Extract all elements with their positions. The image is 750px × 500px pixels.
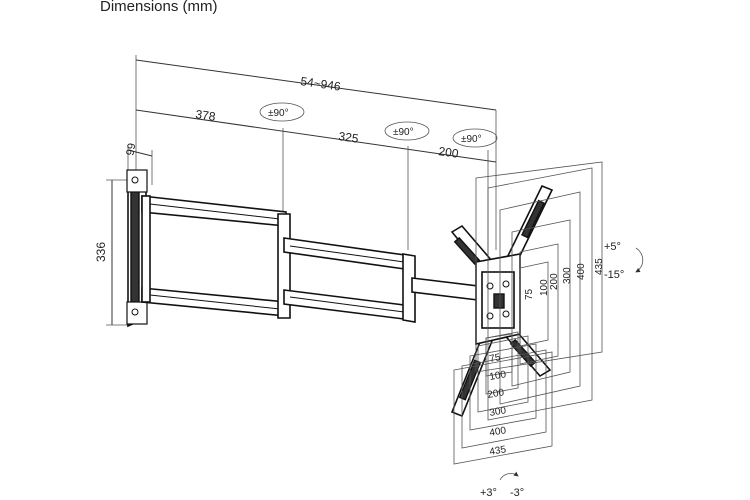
- vesa-h-75: 75: [489, 352, 502, 365]
- tilt-up-label: +5°: [604, 241, 621, 253]
- vesa-v-75: 75: [524, 288, 535, 300]
- swivel-joint2: ±90°: [384, 121, 430, 141]
- vesa-h-200: 200: [487, 387, 506, 401]
- tilt-indicator: +5° -15°: [604, 241, 644, 281]
- swivel-joint3: ±90°: [452, 128, 498, 148]
- arm3-label: 200: [438, 144, 460, 161]
- vesa-vertical-labels: 75 100 200 300 400 435: [524, 258, 605, 300]
- swivel2-label: ±90°: [393, 127, 414, 138]
- arm-segment-3: [402, 253, 479, 323]
- vesa-v-100: 100: [539, 279, 550, 296]
- level-right-label: -3°: [510, 487, 524, 499]
- vesa-horizontal-labels: 75 100 200 300 400 435: [487, 352, 508, 458]
- swivel3-label: ±90°: [461, 134, 482, 145]
- arm-segment-1: [141, 195, 287, 317]
- vesa-v-300: 300: [562, 267, 573, 284]
- vesa-v-435: 435: [594, 258, 605, 275]
- reach-label: 54~946: [300, 74, 342, 94]
- level-left-label: +3°: [480, 487, 497, 499]
- swivel1-label: ±90°: [268, 108, 289, 119]
- reach-dimension: 54~946: [135, 55, 497, 250]
- vesa-horizontal-frames: [453, 331, 553, 465]
- plate-depth-label: 99: [124, 142, 138, 156]
- arm2-label: 325: [338, 129, 360, 146]
- vesa-v-200: 200: [549, 273, 560, 290]
- plate-height-label: 336: [94, 242, 108, 262]
- tilt-down-label: -15°: [604, 269, 624, 281]
- vesa-h-300: 300: [489, 405, 508, 419]
- swivel-joint1: ±90°: [259, 102, 305, 122]
- arm-segment-2: [277, 213, 413, 321]
- arm1-label: 378: [195, 107, 217, 124]
- plate-height-dimension: 336: [94, 179, 128, 326]
- level-indicator: +3° -3°: [480, 471, 524, 499]
- vesa-h-400: 400: [489, 425, 508, 439]
- vesa-v-400: 400: [576, 263, 587, 280]
- arm-dimensions: 378 325 200: [135, 107, 497, 258]
- vesa-bracket: [450, 184, 554, 418]
- page-title: Dimensions (mm): [100, 0, 218, 15]
- vesa-h-435: 435: [489, 444, 508, 458]
- vesa-h-100: 100: [489, 369, 508, 383]
